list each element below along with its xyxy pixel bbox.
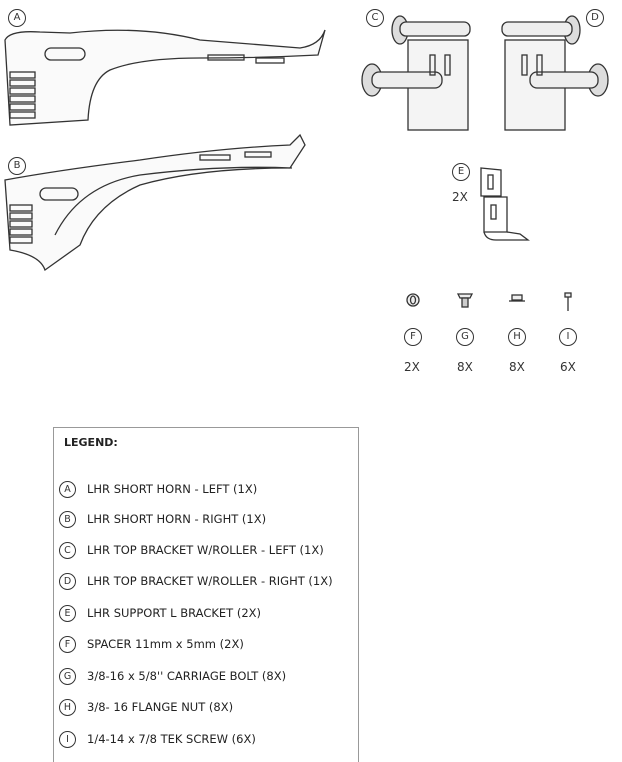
legend-text: LHR TOP BRACKET W/ROLLER - RIGHT (1X): [87, 574, 333, 588]
legend-item: C LHR TOP BRACKET W/ROLLER - LEFT (1X): [59, 540, 324, 560]
legend-letter: E: [59, 604, 76, 622]
quantity-f: 2X: [404, 360, 420, 374]
legend-title: LEGEND:: [64, 436, 118, 449]
callout-i: I: [559, 328, 577, 346]
top-bracket-right-illustration: [501, 15, 609, 131]
legend-item: G 3/8-16 x 5/8'' CARRIAGE BOLT (8X): [59, 666, 286, 686]
legend-text: 3/8- 16 FLANGE NUT (8X): [87, 700, 234, 714]
legend-item: F SPACER 11mm x 5mm (2X): [59, 634, 244, 654]
legend-box: LEGEND: A LHR SHORT HORN - LEFT (1X) B LHR…: [53, 427, 359, 762]
quantity-i: 6X: [560, 360, 576, 374]
quantity-e: 2X: [452, 190, 468, 204]
legend-text: LHR SHORT HORN - LEFT (1X): [87, 482, 258, 496]
parts-illustrations: [4, 15, 609, 311]
flange-nut-icon: [509, 294, 525, 302]
legend-text: LHR SUPPORT L BRACKET (2X): [87, 606, 261, 620]
legend-item: A LHR SHORT HORN - LEFT (1X): [59, 479, 257, 499]
legend-text: 1/4-14 x 7/8 TEK SCREW (6X): [87, 732, 256, 746]
legend-letter: I: [59, 730, 76, 748]
legend-letter: A: [59, 480, 76, 498]
legend-item: B LHR SHORT HORN - RIGHT (1X): [59, 509, 266, 529]
legend-letter: F: [59, 635, 76, 653]
callout-b: B: [8, 157, 26, 175]
legend-item: D LHR TOP BRACKET W/ROLLER - RIGHT (1X): [59, 571, 333, 591]
legend-text: LHR TOP BRACKET W/ROLLER - LEFT (1X): [87, 543, 324, 557]
carriage-bolt-icon: [456, 293, 474, 308]
top-bracket-left-illustration: [361, 15, 471, 131]
legend-text: 3/8-16 x 5/8'' CARRIAGE BOLT (8X): [87, 669, 287, 683]
legend-item: E LHR SUPPORT L BRACKET (2X): [59, 603, 261, 623]
callout-c: C: [366, 9, 384, 27]
callout-h: H: [508, 328, 526, 346]
legend-letter: B: [59, 510, 76, 528]
legend-letter: C: [59, 541, 76, 559]
legend-text: SPACER 11mm x 5mm (2X): [87, 637, 244, 651]
callout-a: A: [8, 9, 26, 27]
short-horn-right-illustration: [4, 133, 306, 272]
legend-letter: H: [59, 698, 76, 716]
short-horn-left-illustration: [4, 29, 326, 126]
callout-f: F: [404, 328, 422, 346]
legend-text: LHR SHORT HORN - RIGHT (1X): [87, 512, 267, 526]
spacer-icon: [406, 293, 420, 307]
legend-letter: G: [59, 667, 76, 685]
legend-letter: D: [59, 572, 76, 590]
callout-g: G: [456, 328, 474, 346]
quantity-h: 8X: [509, 360, 525, 374]
legend-item: I 1/4-14 x 7/8 TEK SCREW (6X): [59, 729, 256, 749]
callout-e: E: [452, 163, 470, 181]
callout-d: D: [586, 9, 604, 27]
support-l-bracket-illustration: [480, 167, 530, 241]
tek-screw-icon: [564, 292, 572, 311]
quantity-g: 8X: [457, 360, 473, 374]
legend-item: H 3/8- 16 FLANGE NUT (8X): [59, 697, 233, 717]
